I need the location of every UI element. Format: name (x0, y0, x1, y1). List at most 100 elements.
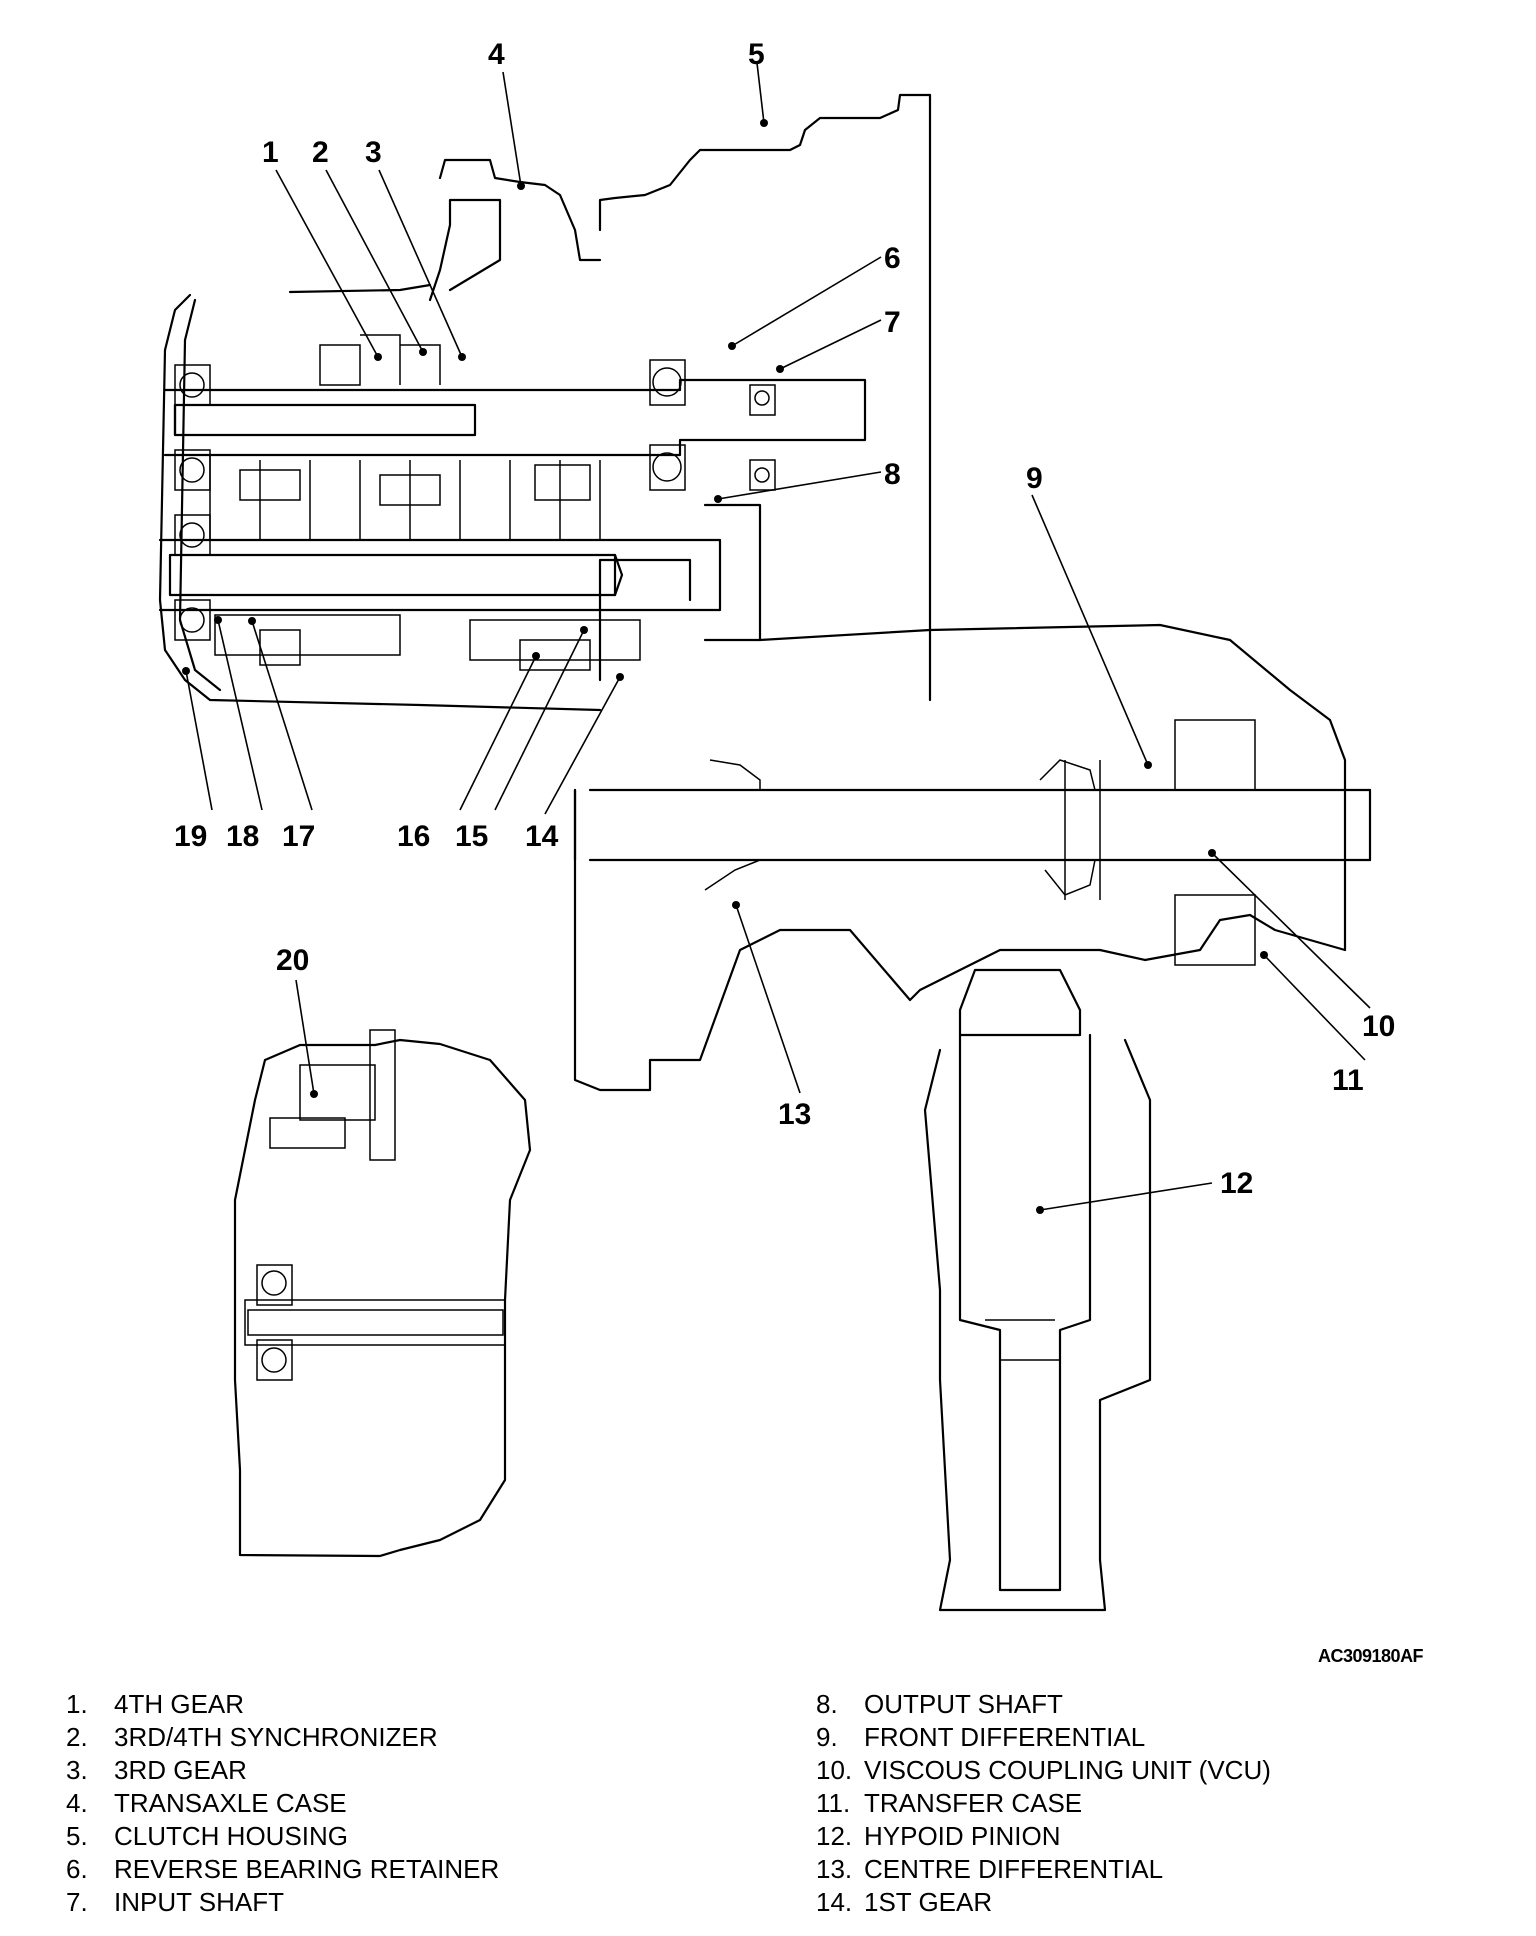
leader-20 (295, 979, 315, 1095)
leader-dot-4 (517, 182, 525, 190)
legend-item: 6. REVERSE BEARING RETAINER (66, 1853, 499, 1886)
leader-dot-14 (616, 673, 624, 681)
callout-20: 20 (276, 944, 309, 977)
legend-item: 8. OUTPUT SHAFT (816, 1688, 1271, 1721)
callout-4: 4 (488, 38, 505, 71)
leader-17 (251, 620, 313, 811)
leader-dot-9 (1144, 761, 1152, 769)
legend-item-number: 8. (816, 1689, 838, 1719)
callout-numbers: 1 2 3 4 5 6 7 8 9 10 11 12 13 14 15 16 1… (174, 38, 1395, 1200)
legend-item-number: 1. (66, 1689, 88, 1719)
leader-dot-13 (732, 901, 740, 909)
legend-item-label: REVERSE BEARING RETAINER (114, 1854, 500, 1884)
leader-4 (502, 71, 522, 187)
transaxle-case (158, 158, 602, 712)
legend-item-label: FRONT DIFFERENTIAL (864, 1722, 1146, 1752)
leader-dot-12 (1036, 1206, 1044, 1214)
callout-19: 19 (174, 820, 207, 853)
lower-gears (214, 614, 641, 671)
legend-item-label: TRANSFER CASE (864, 1788, 1083, 1818)
leader-13 (735, 904, 801, 1094)
legend-item: 1. 4TH GEAR (66, 1688, 499, 1721)
callout-18: 18 (226, 820, 259, 853)
legend-left-column: 1. 4TH GEAR 2.3RD/4TH SYNCHRONIZER 3. 3RD … (66, 1688, 499, 1919)
leader-dot-10 (1208, 849, 1216, 857)
legend-item-number: 11. (816, 1788, 851, 1818)
callout-3: 3 (365, 136, 382, 169)
leader-1 (275, 169, 379, 358)
leader-18 (217, 619, 263, 811)
callout-12: 12 (1220, 1167, 1253, 1200)
legend-item-label: 1ST GEAR (864, 1887, 993, 1917)
legend-item-label: VISCOUS COUPLING UNIT (VCU) (864, 1755, 1271, 1785)
callout-5: 5 (748, 38, 765, 71)
leader-19 (185, 670, 213, 811)
leader-14 (544, 676, 621, 815)
leader-dot-18 (214, 616, 222, 624)
legend-item-number: 6. (66, 1854, 88, 1884)
callout-2: 2 (312, 136, 329, 169)
leader-dot-6 (728, 342, 736, 350)
leader-2 (325, 169, 424, 353)
leader-dot-1 (374, 353, 382, 361)
legend-item-number: 14. (816, 1887, 853, 1917)
leader-7 (779, 319, 882, 370)
legend-item: 5. CLUTCH HOUSING (66, 1820, 499, 1853)
legend-item: 14. 1ST GEAR (816, 1886, 1271, 1919)
callout-7: 7 (884, 306, 901, 339)
leader-dot-7 (776, 365, 784, 373)
callout-9: 9 (1026, 462, 1043, 495)
leader-8 (717, 471, 882, 500)
diagram-drawing: 1 2 3 4 5 6 7 8 9 10 11 12 13 14 15 16 1… (158, 38, 1395, 1612)
legend-item-label: 3RD/4TH SYNCHRONIZER (114, 1722, 438, 1752)
legend-item-number: 9. (816, 1722, 838, 1752)
output-shaft (158, 503, 762, 642)
transaxle-cross-section-diagram: 1 2 3 4 5 6 7 8 9 10 11 12 13 14 15 16 1… (158, 38, 1395, 1612)
legend-item-number: 7. (66, 1887, 88, 1917)
legend-item: 2.3RD/4TH SYNCHRONIZER (66, 1721, 499, 1754)
callout-8: 8 (884, 458, 901, 491)
leader-dot-11 (1260, 951, 1268, 959)
legend-item-number: 3. (66, 1755, 88, 1785)
callout-16: 16 (397, 820, 430, 853)
upper-gears (209, 334, 601, 540)
legend-item: 13.CENTRE DIFFERENTIAL (816, 1853, 1271, 1886)
callout-14: 14 (525, 820, 559, 853)
legend-item-number: 10. (816, 1755, 853, 1785)
legend-item: 9. FRONT DIFFERENTIAL (816, 1721, 1271, 1754)
callout-11: 11 (1332, 1064, 1364, 1097)
legend-item: 11. TRANSFER CASE (816, 1787, 1271, 1820)
callout-1: 1 (262, 136, 279, 169)
legend-item: 10. VISCOUS COUPLING UNIT (VCU) (816, 1754, 1271, 1787)
legend-item-number: 4. (66, 1788, 88, 1818)
leader-12 (1039, 1182, 1213, 1211)
leader-16 (459, 655, 537, 811)
callout-17: 17 (282, 820, 315, 853)
leader-dot-3 (458, 353, 466, 361)
callout-leaders (182, 62, 1371, 1214)
legend-item-number: 13. (816, 1854, 853, 1884)
leader-dot-16 (532, 652, 540, 660)
transfer-assembly (573, 558, 1372, 1092)
leader-dot-20 (310, 1090, 318, 1098)
legend-item-label: 4TH GEAR (114, 1689, 245, 1719)
figure-code: AC309180AF (1318, 1646, 1424, 1666)
leader-10 (1211, 852, 1371, 1009)
legend-item-label: CLUTCH HOUSING (114, 1821, 349, 1851)
inset-view (233, 1029, 532, 1558)
leader-15 (494, 629, 585, 811)
legend-item-label: 3RD GEAR (114, 1755, 247, 1785)
legend-item-label: OUTPUT SHAFT (864, 1689, 1063, 1719)
hypoid-pinion (923, 968, 1152, 1612)
bearings (174, 359, 776, 641)
leader-dot-15 (580, 626, 588, 634)
legend-item-number: 5. (66, 1821, 88, 1851)
legend-right-column: 8. OUTPUT SHAFT 9. FRONT DIFFERENTIAL 10. V… (816, 1688, 1271, 1919)
callout-6: 6 (884, 242, 901, 275)
leader-5 (756, 62, 765, 124)
leader-dot-8 (714, 495, 722, 503)
legend-item: 12.HYPOID PINION (816, 1820, 1271, 1853)
legend-item: 7.INPUT SHAFT (66, 1886, 499, 1919)
callout-10: 10 (1362, 1010, 1395, 1043)
leader-dot-2 (419, 348, 427, 356)
